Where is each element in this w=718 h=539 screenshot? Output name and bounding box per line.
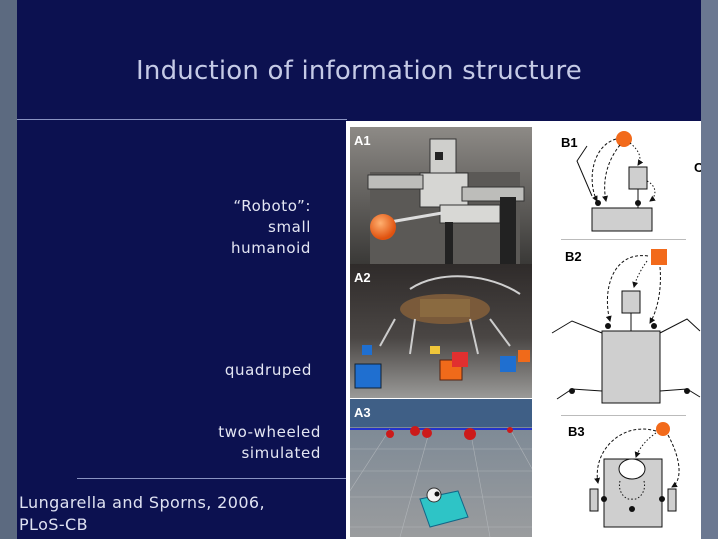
figure: A1 xyxy=(346,121,701,539)
humanoid-image xyxy=(350,127,532,264)
label-roboto-line1: “Roboto”: xyxy=(233,197,311,215)
panel-label-c: C xyxy=(694,160,701,175)
stimulus-square-icon xyxy=(651,249,667,265)
label-roboto-line2: small xyxy=(268,218,311,236)
panel-label-b3: B3 xyxy=(568,424,585,439)
diagram-b3 xyxy=(589,422,680,528)
schematic-diagrams xyxy=(551,131,701,528)
panel-label-b1: B1 xyxy=(561,135,578,150)
label-wheeled: two-wheeled simulated xyxy=(218,422,321,464)
panel-label-a3: A3 xyxy=(354,405,371,420)
label-wheeled-line1: two-wheeled xyxy=(218,423,321,441)
label-roboto: “Roboto”: small humanoid xyxy=(231,196,311,259)
stimulus-ball-icon xyxy=(656,422,670,436)
label-roboto-line3: humanoid xyxy=(231,239,311,257)
citation-line1: Lungarella and Sporns, 2006, xyxy=(19,493,265,512)
orange-ball-icon xyxy=(370,214,396,240)
quadruped-image xyxy=(350,264,532,398)
citation-line2: PLoS-CB xyxy=(19,515,88,534)
label-wheeled-line2: simulated xyxy=(241,444,321,462)
slide: Induction of information structure “Robo… xyxy=(17,0,701,539)
diagram-b2 xyxy=(551,249,701,404)
wheeled-image xyxy=(350,399,532,537)
panel-label-b2: B2 xyxy=(565,249,582,264)
photo-quadruped xyxy=(350,264,532,398)
label-quadruped: quadruped xyxy=(224,361,312,379)
divider-b2-b3 xyxy=(561,415,686,416)
photo-wheeled xyxy=(350,399,532,537)
panel-label-a1: A1 xyxy=(354,133,371,148)
citation: Lungarella and Sporns, 2006, PLoS-CB xyxy=(19,492,265,536)
stimulus-circle-icon xyxy=(616,131,632,147)
title-divider xyxy=(17,119,347,120)
citation-divider xyxy=(77,478,349,479)
photo-humanoid xyxy=(350,127,532,264)
panel-label-a2: A2 xyxy=(354,270,371,285)
slide-title: Induction of information structure xyxy=(136,56,582,86)
divider-b1-b2 xyxy=(561,239,686,240)
diagram-b1 xyxy=(576,131,656,232)
window-edge-right xyxy=(701,0,718,539)
